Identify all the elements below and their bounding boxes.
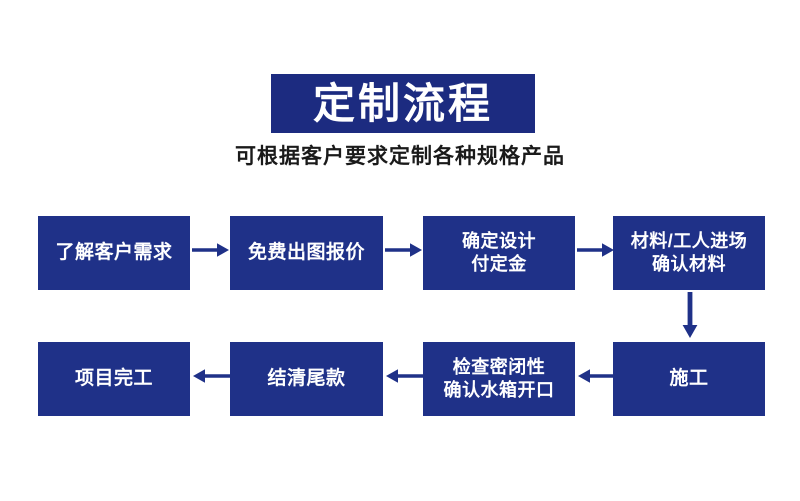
process-step-3-label-line2: 付定金 xyxy=(471,254,527,274)
title-banner: 定制流程 xyxy=(271,74,535,133)
process-step-8[interactable]: 项目完工 xyxy=(38,342,190,416)
page-subtitle: 可根据客户要求定制各种规格产品 xyxy=(235,145,565,168)
process-step-3-label-line1: 确定设计 xyxy=(462,230,536,251)
process-step-6-text: 检查密闭性 确认水箱开口 xyxy=(444,356,555,402)
process-step-7-label: 结清尾款 xyxy=(267,367,346,389)
process-step-1-label: 了解客户需求 xyxy=(55,241,173,263)
process-step-5-label: 施工 xyxy=(669,367,709,389)
arrow-right-icon-3 xyxy=(577,241,615,259)
process-step-6-label-line2: 确认水箱开口 xyxy=(443,380,555,400)
process-step-4-label-line2: 确认材料 xyxy=(651,254,726,274)
process-step-2-label: 免费出图报价 xyxy=(247,241,365,263)
process-step-6[interactable]: 检查密闭性 确认水箱开口 xyxy=(423,342,575,416)
process-step-4-label-line1: 材料/工人进场 xyxy=(630,230,748,251)
arrow-left-icon-3 xyxy=(577,367,615,385)
arrow-left-icon-2 xyxy=(385,367,423,385)
process-step-8-label: 项目完工 xyxy=(74,367,153,389)
process-step-1[interactable]: 了解客户需求 xyxy=(38,216,190,290)
arrow-left-icon-1 xyxy=(192,367,230,385)
process-step-7[interactable]: 结清尾款 xyxy=(230,342,383,416)
process-step-4[interactable]: 材料/工人进场 确认材料 xyxy=(613,216,765,290)
page-title: 定制流程 xyxy=(312,79,493,127)
process-step-3[interactable]: 确定设计 付定金 xyxy=(423,216,575,290)
arrow-right-icon-2 xyxy=(385,241,423,259)
arrow-down-icon xyxy=(681,292,699,340)
arrow-right-icon-1 xyxy=(192,241,230,259)
process-step-5[interactable]: 施工 xyxy=(613,342,765,416)
process-step-6-label-line1: 检查密闭性 xyxy=(452,356,546,377)
process-step-4-text: 材料/工人进场 确认材料 xyxy=(631,230,748,276)
process-step-3-text: 确定设计 付定金 xyxy=(462,230,536,276)
process-step-2[interactable]: 免费出图报价 xyxy=(230,216,383,290)
